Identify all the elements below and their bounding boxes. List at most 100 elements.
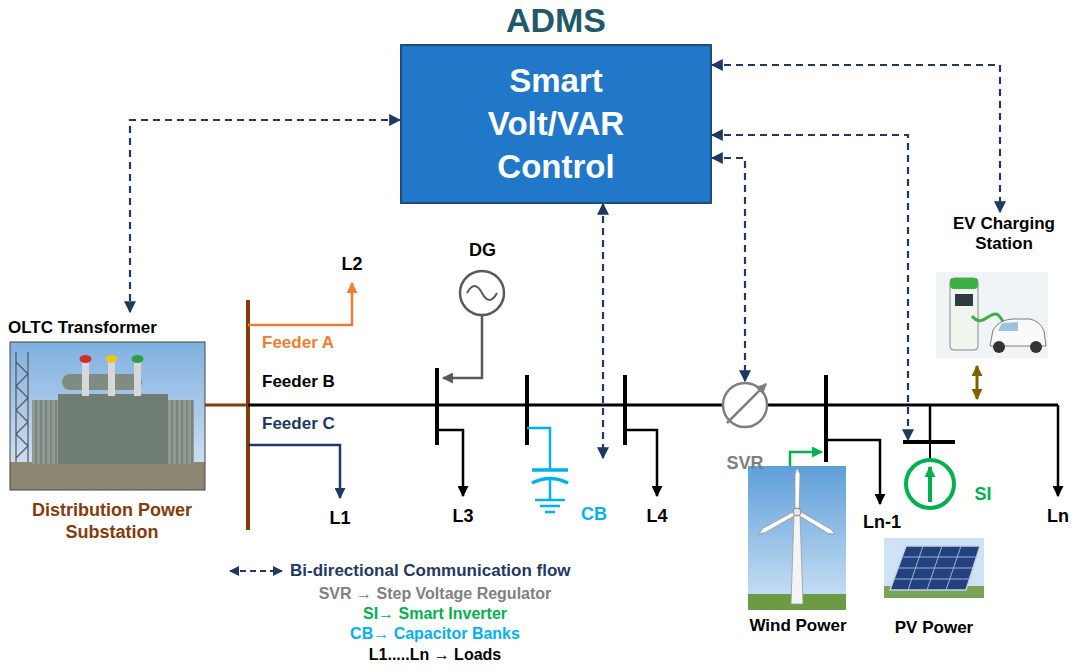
oltc-transformer-photo: [80, 355, 92, 363]
device-label: SI: [968, 484, 998, 506]
oltc-transformer-photo: [106, 355, 118, 363]
ev-charging-photo: [950, 278, 978, 350]
pv-panel-photo: [884, 538, 984, 598]
ev-charging-photo: [950, 278, 978, 289]
pv-node: PV Power: [878, 532, 992, 642]
oltc-transformer-photo: [10, 342, 205, 490]
generator-symbol: [467, 286, 497, 300]
wind-turbine-photo: [793, 508, 801, 516]
capacitor-symbol: [532, 468, 568, 472]
feeder-label: Feeder B: [262, 372, 362, 392]
legend-sample: [230, 570, 282, 572]
control-box: Smart Volt/VAR Control: [400, 44, 712, 204]
smart-inverter-symbol: [929, 442, 931, 460]
smart-inverter-symbol: [906, 460, 954, 508]
ev-charging-photo: [936, 272, 1048, 358]
oltc-transformer-photo: [172, 400, 192, 464]
legend-text: Bi-directional Communication flow: [290, 561, 571, 581]
smart-inverter-symbol: [929, 405, 932, 442]
load-line: [437, 430, 463, 496]
ev-charging-photo: [955, 294, 973, 306]
wind-node: Wind Power: [742, 460, 856, 640]
feeder-label: Feeder C: [262, 414, 362, 434]
wind-turbine-photo: [796, 511, 836, 537]
abbreviation-note: SI→ Smart Inverter: [235, 604, 635, 623]
oltc-transformer-photo: [10, 342, 205, 490]
ev-charging-photo: [972, 314, 1003, 322]
generator-symbol: [460, 271, 504, 315]
oltc-transformer-photo: [36, 400, 56, 464]
ev-station-node: EV Charging Station: [945, 212, 1065, 362]
load-label: L2: [332, 254, 372, 276]
generator-symbol: [443, 271, 504, 378]
capacitor-symbol: [535, 500, 565, 512]
substation-label: Distribution Power Substation: [12, 500, 212, 543]
oltc-transformer-photo: [82, 360, 89, 396]
oltc-transformer-photo: [168, 400, 194, 464]
wind-turbine-photo: [795, 468, 800, 511]
box-title: Smart Volt/VAR Control: [456, 60, 656, 189]
load-label: Ln: [1036, 506, 1080, 528]
feeder-c-line: [248, 445, 340, 498]
feeder-b-line: [248, 404, 1058, 407]
ev-power-arrow: [976, 366, 979, 399]
load-label: L3: [443, 506, 483, 528]
load-label: Ln-1: [855, 512, 909, 534]
voltage-regulator-symbol: [723, 383, 767, 427]
bus-bars: [437, 368, 826, 462]
oltc-transformer-photo: [16, 352, 28, 466]
device-label: CB: [576, 504, 612, 526]
communication-link: [130, 120, 400, 312]
voltage-regulator-symbol: [727, 384, 766, 423]
device-label: PV Power: [878, 618, 990, 638]
legend-item: Bi-directional Communication flow: [228, 561, 571, 581]
diagram-title: ADMS: [406, 0, 706, 41]
load-line: [1057, 405, 1060, 496]
wind-turbine-photo: [757, 510, 797, 536]
substation-bus: [246, 300, 250, 530]
wind-turbine-photo: [791, 514, 803, 604]
device-label: OLTC Transformer: [8, 318, 213, 338]
oltc-transformer-photo: [10, 342, 205, 490]
wind-turbine-photo: [748, 466, 846, 610]
load-label: L4: [637, 506, 677, 528]
capacitor-symbol: [527, 428, 550, 470]
device-label: Wind Power: [742, 616, 854, 636]
wind-feed-arrow: [790, 452, 822, 466]
voltage-regulator-symbol: [723, 383, 767, 427]
generator-node: DG: [455, 240, 512, 318]
load-line: [625, 430, 657, 496]
oltc-transformer-photo: [32, 400, 58, 464]
legend-sample: [228, 564, 284, 578]
substation-node: OLTC TransformerDistribution Power Subst…: [8, 312, 215, 557]
substation-bus: [205, 404, 248, 407]
oltc-transformer-photo: [58, 394, 168, 464]
communication-link: [712, 135, 908, 440]
inverter-node: SI: [900, 440, 1000, 512]
pv-panel-photo: [890, 546, 980, 590]
capacitor-symbol: [549, 479, 552, 500]
ev-charging-photo: [993, 341, 1005, 353]
wind-turbine-photo: [748, 466, 846, 610]
oltc-transformer-photo: [108, 360, 115, 396]
capacitor-node: CB: [528, 458, 614, 530]
communication-link: [712, 65, 1000, 212]
generator-symbol: [443, 315, 482, 378]
device-label: SVR: [715, 453, 775, 475]
oltc-transformer-photo: [134, 360, 141, 396]
ev-charging-photo: [1030, 341, 1042, 353]
abbreviation-note: CB→ Capacitor Banks: [235, 624, 635, 643]
oltc-transformer-photo: [10, 462, 205, 490]
oltc-transformer-photo: [132, 355, 144, 363]
pv-panel-photo: [894, 546, 977, 590]
ev-charging-photo: [936, 272, 1048, 358]
ev-charging-photo: [998, 322, 1018, 331]
feeder-a-line: [248, 283, 352, 325]
device-label: DG: [455, 240, 510, 262]
feeder-label: Feeder A: [262, 333, 362, 353]
capacitor-symbol: [527, 428, 568, 512]
load-label: L1: [320, 508, 360, 530]
abbreviation-note: SVR → Step Voltage Regulator: [235, 584, 635, 603]
oltc-transformer-photo: [62, 374, 142, 390]
